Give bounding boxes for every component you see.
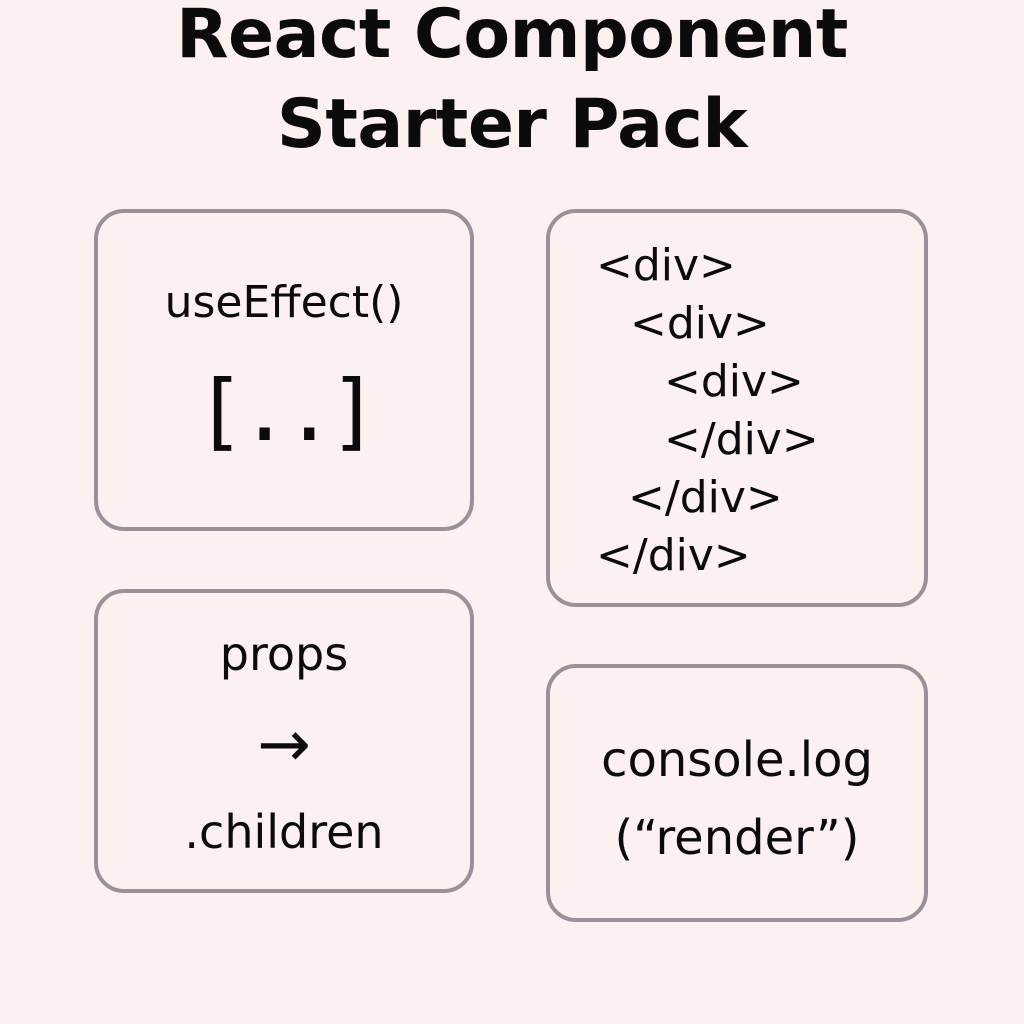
console-log-call: console.log (601, 732, 873, 788)
div-close-level-3: </div> (664, 414, 819, 465)
title-line-2: Starter Pack (276, 85, 748, 164)
title-line-1: React Component (176, 0, 848, 74)
nested-div-card: <div> <div> <div> </div> </div> </div> (546, 209, 928, 607)
children-label: .children (184, 805, 384, 859)
div-close-level-1: </div> (596, 530, 751, 581)
use-effect-card: useEffect() [..] (94, 209, 474, 531)
div-open-level-1: <div> (596, 240, 736, 291)
console-log-argument: (“render”) (614, 810, 860, 866)
use-effect-label: useEffect() (164, 277, 404, 328)
dependency-array: [..] (194, 362, 379, 460)
props-card: props → .children (94, 589, 474, 893)
div-open-level-3: <div> (664, 356, 804, 407)
props-label: props (219, 627, 349, 681)
arrow-right-icon: → (257, 708, 311, 782)
div-open-level-2: <div> (630, 298, 770, 349)
div-close-level-2: </div> (628, 472, 783, 523)
console-log-card: console.log (“render”) (546, 664, 928, 922)
